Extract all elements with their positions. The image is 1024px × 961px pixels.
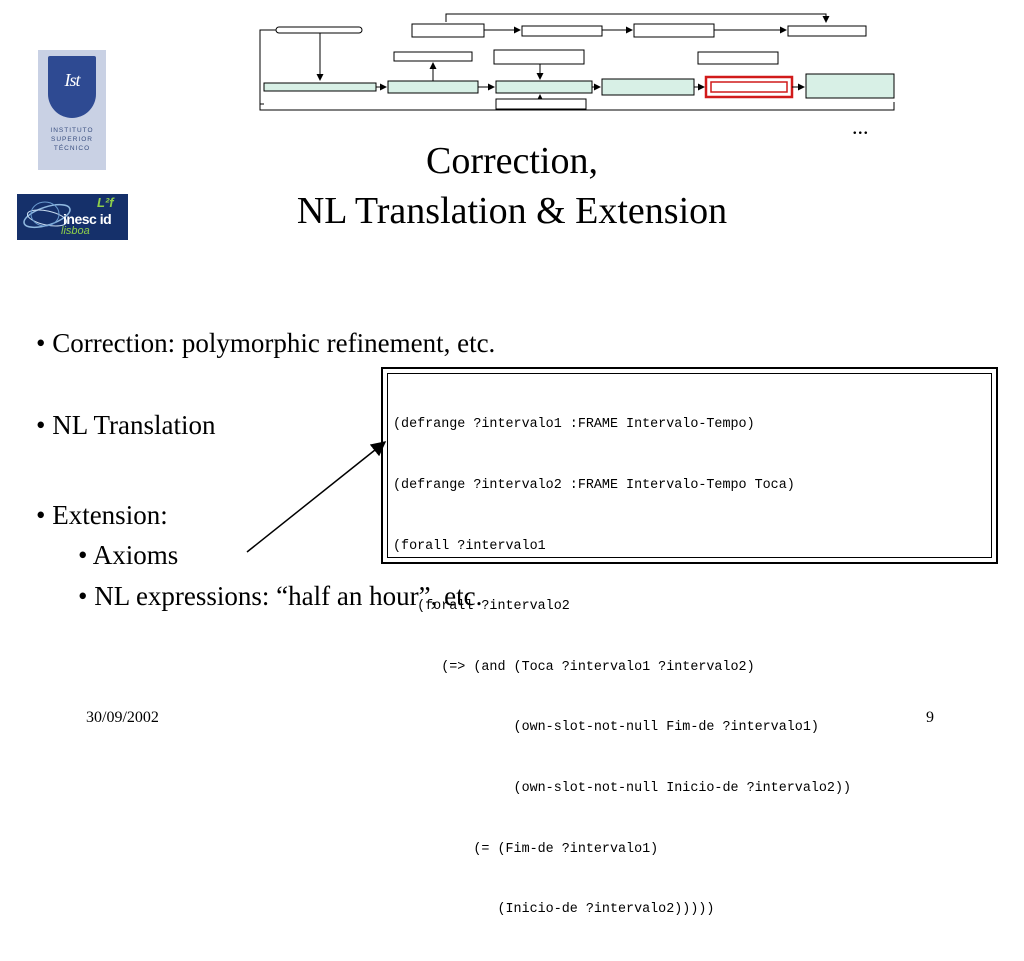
footer-page-number: 9 [926, 709, 934, 726]
code-line: (forall ?intervalo1 [393, 538, 546, 554]
diagram-stage [495, 80, 593, 94]
bullet-correction: • Correction: polymorphic refinement, et… [36, 328, 496, 358]
ist-shield-icon: Ist [48, 56, 96, 118]
ist-caption: INSTITUTO SUPERIOR TÉCNICO [50, 127, 94, 152]
diagram-box [393, 51, 473, 62]
diagram-stage [387, 80, 479, 94]
footer-date: 30/09/2002 [86, 709, 159, 726]
inesc-name: inesc id [63, 211, 112, 227]
diagram-box [495, 98, 587, 110]
code-line: (defrange ?intervalo1 :FRAME Intervalo-T… [393, 417, 755, 433]
diagram-box [411, 23, 485, 38]
code-box: (defrange ?intervalo1 :FRAME Intervalo-T… [381, 367, 998, 917]
pipeline-diagram [259, 13, 895, 111]
inesc-logo: L²f inesc id lisboa [17, 194, 128, 240]
inesc-swirl-icon [23, 201, 71, 229]
ist-logo: Ist INSTITUTO SUPERIOR TÉCNICO [38, 50, 106, 170]
diagram-stage [263, 82, 377, 92]
code-line: (= (Fim-de ?intervalo1) [393, 841, 659, 857]
diagram-box [493, 49, 585, 65]
ist-monogram: Ist [64, 70, 81, 90]
code-line: (defrange ?intervalo2 :FRAME Intervalo-T… [393, 478, 795, 494]
code-box-inner-border [387, 373, 992, 558]
slide-title: Correction, NL Translation & Extension [200, 136, 824, 236]
code-listing: (defrange ?intervalo1 :FRAME Intervalo-T… [393, 375, 851, 961]
code-line: (own-slot-not-null Inicio-de ?intervalo2… [393, 781, 852, 797]
slide-title-line1: Correction, [425, 140, 598, 182]
bullet-nl-translation: • NL Translation [36, 410, 216, 440]
diagram-ellipsis: ... [852, 114, 869, 139]
slide-title-line2: NL Translation & Extension [296, 190, 728, 232]
diagram-stage [601, 78, 695, 96]
axioms-arrow-icon [246, 441, 387, 553]
sub-bullet-axioms: • Axioms [78, 540, 179, 570]
code-line: (=> (and (Toca ?intervalo1 ?intervalo2) [393, 659, 755, 675]
inesc-city: lisboa [61, 225, 90, 237]
diagram-box [697, 51, 779, 65]
inesc-lab-label: L²f [97, 195, 114, 210]
diagram-stage [805, 73, 895, 99]
diagram-box [633, 23, 715, 38]
sub-bullet-nl-expressions: • NL expressions: “half an hour”, etc. [78, 581, 483, 611]
diagram-start-node [275, 26, 363, 34]
code-line: (Inicio-de ?intervalo2))))) [393, 902, 715, 918]
bullet-extension: • Extension: [36, 500, 168, 530]
diagram-box [521, 25, 603, 37]
code-line: (own-slot-not-null Fim-de ?intervalo1) [393, 720, 819, 736]
diagram-box [787, 25, 867, 37]
code-line: (forall ?intervalo2 [393, 599, 570, 615]
